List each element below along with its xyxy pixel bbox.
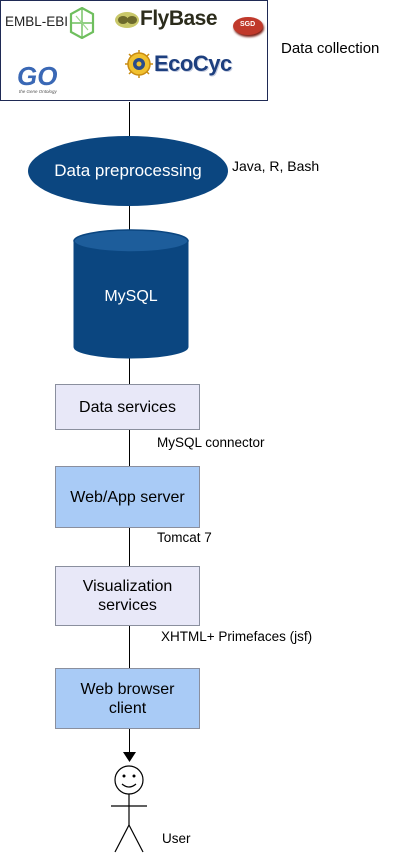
browser-label-line2: client: [108, 699, 147, 717]
visualization-services-box: Visualization services: [55, 566, 200, 626]
data-services-box: Data services: [55, 384, 200, 430]
mysql-database: MySQL: [73, 229, 189, 359]
sgd-logo-text: SGD: [240, 21, 256, 28]
embl-ebi-logo: EMBL-EBI: [5, 7, 97, 39]
connector-collection-preprocessing: [129, 102, 130, 136]
connector-preprocessing-db: [129, 205, 130, 235]
flybase-logo: FlyBase: [113, 7, 218, 33]
go-logo: GO the Gene Ontology: [15, 61, 67, 97]
connector-dataservices-webserver: [129, 429, 130, 466]
web-app-server-box: Web/App server: [55, 466, 200, 528]
xhtml-primefaces-label: XHTML+ Primefaces (jsf): [161, 629, 313, 644]
data-collection-label: Data collection: [281, 40, 380, 57]
data-preprocessing-node: Data preprocessing: [28, 136, 228, 206]
connector-browser-user: [129, 728, 130, 756]
browser-label-line1: Web browser: [80, 680, 175, 698]
sgd-logo: SGD: [233, 17, 263, 35]
connector-db-dataservices: [129, 358, 130, 384]
web-browser-client-box: Web browser client: [55, 668, 200, 729]
ecocyc-logo-text: EcoCyc: [154, 51, 232, 76]
data-services-label: Data services: [79, 398, 176, 416]
user-stick-figure-icon: [111, 765, 147, 853]
preprocessing-tools-label: Java, R, Bash: [232, 158, 320, 174]
go-logo-text: GO: [17, 61, 58, 91]
fly-icon: [115, 12, 139, 28]
visualization-label-line2: services: [98, 597, 157, 614]
tomcat-label: Tomcat 7: [157, 530, 212, 545]
go-logo-subtext: the Gene Ontology: [19, 89, 57, 94]
connector-visualization-browser: [129, 625, 130, 668]
arrowhead-icon: [123, 752, 136, 762]
user-label: User: [162, 831, 191, 846]
data-collection-box: EMBL-EBI FlyBase SGD GO the Gene Ontolog…: [0, 0, 268, 101]
mysql-connector-label: MySQL connector: [157, 435, 265, 450]
embl-ebi-logo-text: EMBL-EBI: [5, 14, 69, 29]
web-app-server-label: Web/App server: [70, 488, 185, 506]
visualization-label-line1: Visualization: [82, 578, 173, 595]
embl-ebi-hexagon-icon: [69, 7, 95, 39]
flybase-logo-text: FlyBase: [140, 7, 218, 30]
database-cylinder-icon: [73, 229, 189, 359]
ecocyc-logo: EcoCyc: [125, 49, 235, 81]
data-preprocessing-label: Data preprocessing: [54, 161, 202, 180]
connector-webserver-visualization: [129, 527, 130, 566]
mysql-label: MySQL: [104, 288, 158, 305]
ecocyc-emblem-icon: [125, 50, 153, 78]
